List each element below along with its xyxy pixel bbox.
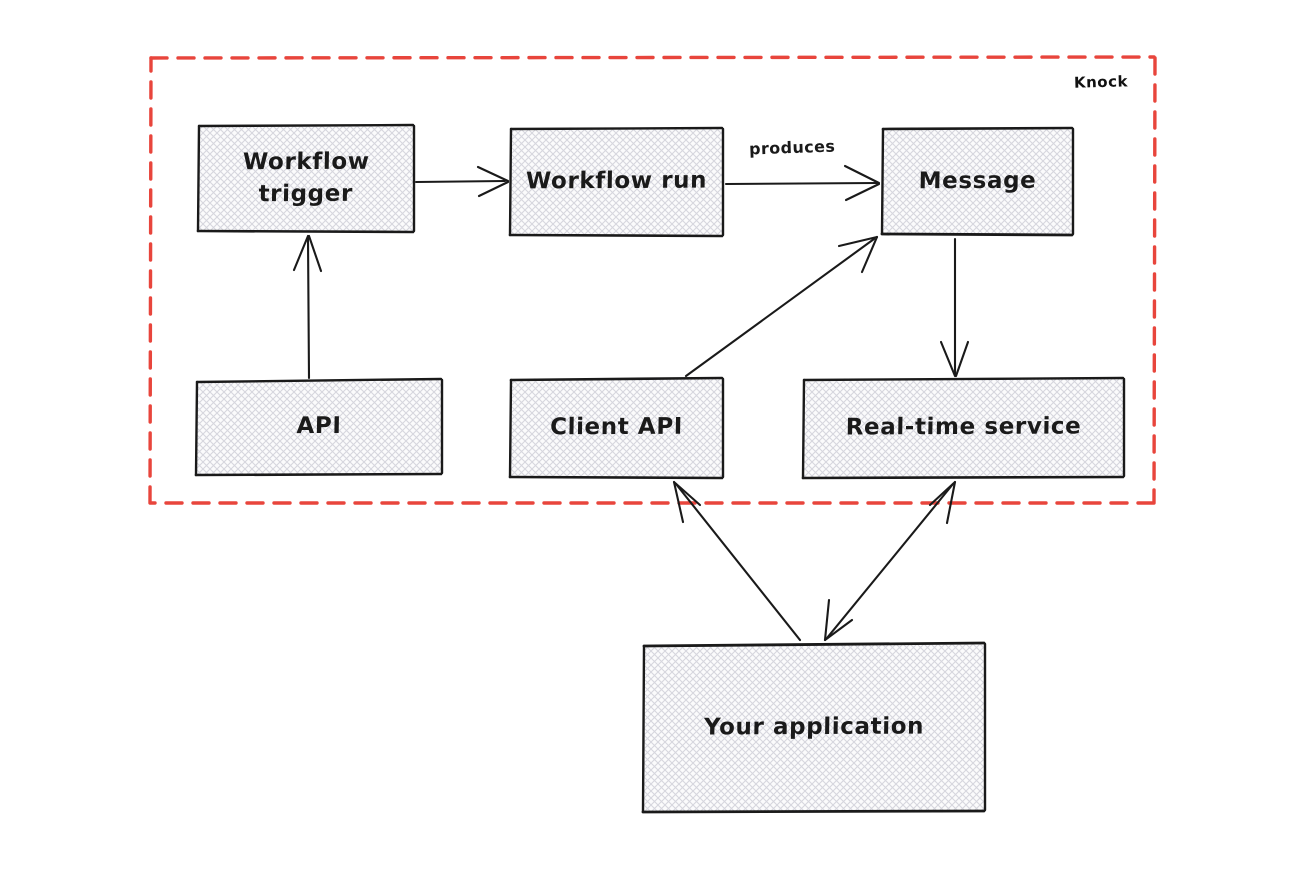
edge-api-to-trigger [292,234,323,380]
edge-message-to-realtime [939,237,970,378]
node-api[interactable] [194,377,444,477]
edge-trigger-to-run [414,165,510,198]
edge-client-api-to-message [684,235,879,378]
node-workflow-trigger[interactable] [196,123,416,234]
edge-realtime-to-app [823,480,957,642]
node-real-time-service[interactable] [801,376,1126,480]
node-your-application[interactable] [641,641,987,814]
node-client-api[interactable] [508,376,725,480]
boundary-knock [148,55,1157,505]
edge-label-produces: produces [748,136,836,159]
edge-run-to-message [724,164,881,202]
edge-app-to-client-api [672,480,802,642]
node-workflow-run[interactable] [508,126,725,238]
boundary-label-knock: Knock [1073,72,1129,92]
node-message[interactable] [880,126,1075,237]
